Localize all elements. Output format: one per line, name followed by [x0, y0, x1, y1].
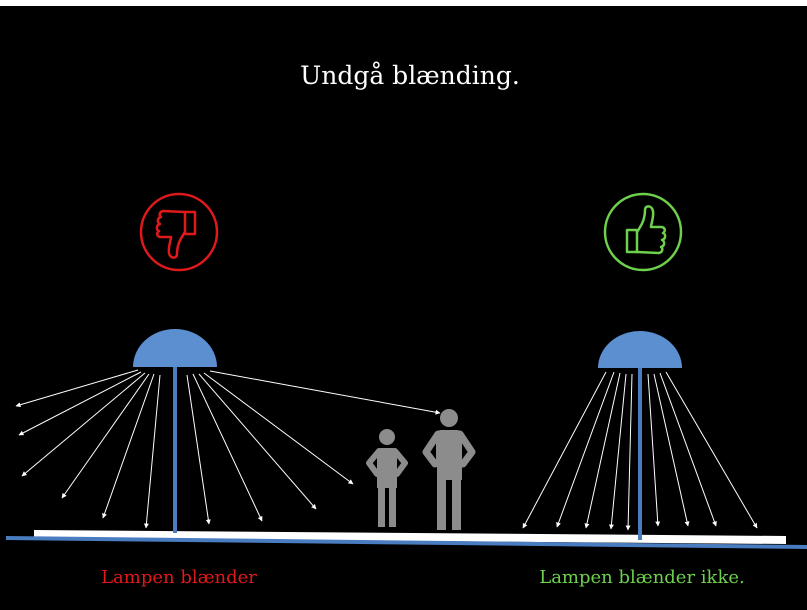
person-tall: [422, 409, 476, 530]
diagram-title: Undgå blænding.: [300, 61, 520, 90]
right-lamp: [522, 331, 758, 540]
right-lamp-rays: [522, 371, 758, 531]
left-lamp: [15, 329, 441, 533]
left-lamp-head: [133, 329, 217, 367]
ground-slab: [34, 530, 786, 544]
person-small: [366, 429, 408, 527]
right-caption: Lampen blænder ikke.: [539, 567, 744, 588]
left-lamp-rays: [15, 369, 441, 529]
left-caption: Lampen blænder: [101, 567, 257, 588]
thumbs-up-icon: [603, 192, 683, 272]
thumbs-down-icon: [139, 192, 219, 272]
ground-line: [5, 536, 807, 549]
right-lamp-head: [598, 331, 682, 368]
scene-background: [0, 6, 807, 610]
